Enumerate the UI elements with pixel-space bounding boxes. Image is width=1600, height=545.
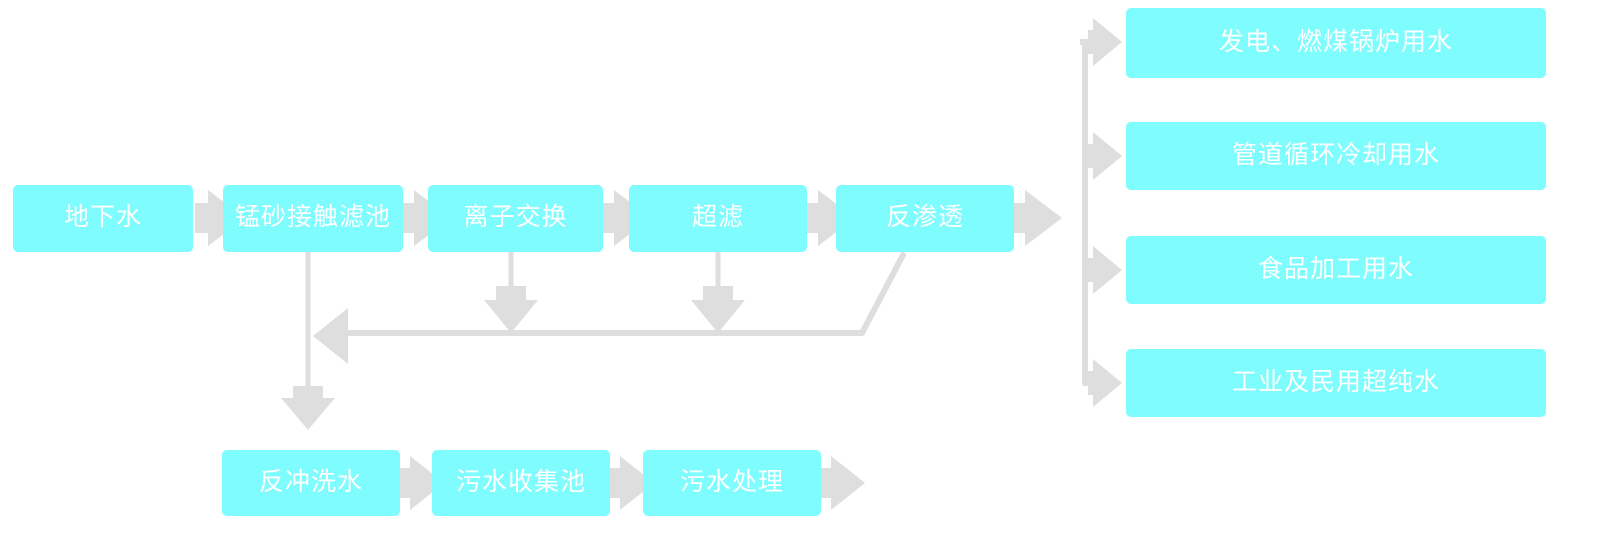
node-groundwater[interactable]: 地下水 (13, 185, 193, 252)
node-ion-exchange[interactable]: 离子交换 (428, 185, 603, 252)
node-food-processing-water-label: 食品加工用水 (1257, 254, 1414, 283)
arrow-trunk-to-industrial-civil-ultrapure-water (1088, 359, 1122, 407)
arrow-sewage-treatment-outflow (819, 456, 865, 510)
arrow-manganese-filter-to-backwash-water (281, 252, 335, 430)
node-groundwater-label: 地下水 (63, 203, 142, 231)
node-backwash-water-label: 反冲洗水 (258, 467, 363, 496)
arrow-trunk-to-power-coal-boiler-water (1088, 18, 1122, 66)
node-sewage-collection-tank-label: 污水收集池 (455, 467, 586, 496)
arrow-trunk-to-pipeline-cooling-water (1088, 132, 1122, 180)
node-pipeline-cooling-water-label: 管道循环冷却用水 (1231, 140, 1440, 169)
node-industrial-civil-ultrapure-water-label: 工业及民用超纯水 (1231, 367, 1440, 396)
node-ultrafiltration-label: 超滤 (691, 203, 744, 231)
arrow-ultrafiltration-reject-down (691, 252, 745, 333)
reject-return-line (342, 252, 906, 336)
node-ion-exchange-label: 离子交换 (463, 203, 568, 231)
node-manganese-sand-filter-label: 锰砂接触滤池 (234, 203, 391, 231)
arrow-reverse-osmosis-to-outputs (1012, 190, 1062, 246)
output-branch-trunk (1080, 39, 1092, 386)
node-manganese-sand-filter[interactable]: 锰砂接触滤池 (223, 185, 403, 252)
arrow-trunk-to-food-processing-water (1088, 246, 1122, 294)
node-power-coal-boiler-water[interactable]: 发电、燃煤锅炉用水 (1126, 8, 1546, 78)
node-reverse-osmosis-label: 反渗透 (885, 203, 964, 231)
node-industrial-civil-ultrapure-water[interactable]: 工业及民用超纯水 (1126, 349, 1546, 417)
node-sewage-treatment-label: 污水处理 (679, 467, 784, 496)
node-reverse-osmosis[interactable]: 反渗透 (836, 185, 1014, 252)
node-food-processing-water[interactable]: 食品加工用水 (1126, 236, 1546, 304)
node-pipeline-cooling-water[interactable]: 管道循环冷却用水 (1126, 122, 1546, 190)
node-sewage-treatment[interactable]: 污水处理 (643, 450, 821, 516)
node-sewage-collection-tank[interactable]: 污水收集池 (432, 450, 610, 516)
node-ultrafiltration[interactable]: 超滤 (629, 185, 807, 252)
arrow-reject-return-to-backwash-line (313, 308, 348, 364)
arrow-ion-exchange-reject-down (484, 252, 538, 333)
node-power-coal-boiler-water-label: 发电、燃煤锅炉用水 (1218, 27, 1453, 56)
node-backwash-water[interactable]: 反冲洗水 (222, 450, 400, 516)
